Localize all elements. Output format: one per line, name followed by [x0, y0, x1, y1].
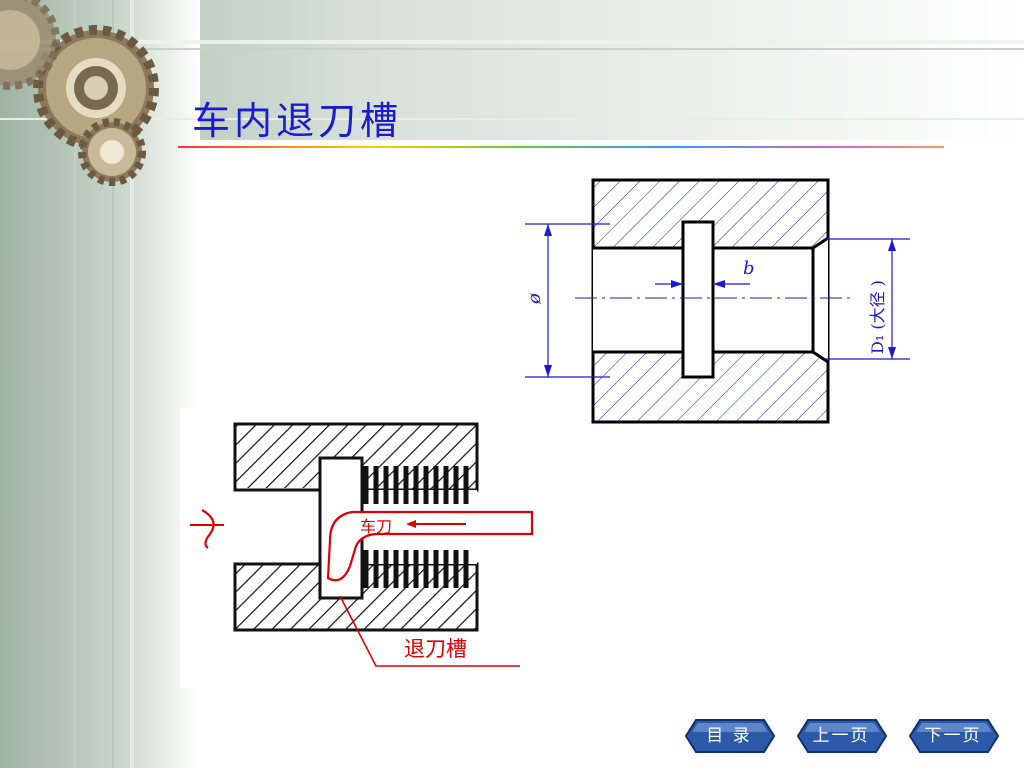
- rotation-arrow-icon: [201, 509, 215, 549]
- button-arrow-shape-icon: [908, 719, 1000, 753]
- toc-button[interactable]: 目 录: [682, 716, 776, 756]
- tool-label: 车刀: [360, 517, 392, 536]
- groove-leader-line: [339, 595, 520, 667]
- diameter-label: ø: [524, 292, 545, 305]
- button-arrow-shape-icon: [796, 719, 888, 753]
- title-divider: [178, 146, 944, 148]
- groove-dimension-drawing: ø b D₁ (大径 ): [520, 162, 915, 424]
- slide-title: 车内退刀槽: [192, 99, 403, 143]
- prev-page-button[interactable]: 上一页: [794, 716, 888, 756]
- gear-icon: [33, 25, 159, 151]
- next-page-button[interactable]: 下一页: [906, 716, 1000, 756]
- cutting-tool: [326, 510, 534, 582]
- button-arrow-shape-icon: [684, 719, 776, 753]
- prev-page-label: 上一页: [812, 726, 870, 746]
- toc-button-label: 目 录: [706, 726, 752, 746]
- internal-threading-illustration: 车刀 退刀槽: [180, 408, 540, 688]
- groove-label: 退刀槽: [404, 637, 467, 661]
- major-diameter-label: D₁ (大径 ): [868, 280, 887, 354]
- next-page-label: 下一页: [924, 726, 982, 746]
- groove-width-label: b: [743, 258, 755, 279]
